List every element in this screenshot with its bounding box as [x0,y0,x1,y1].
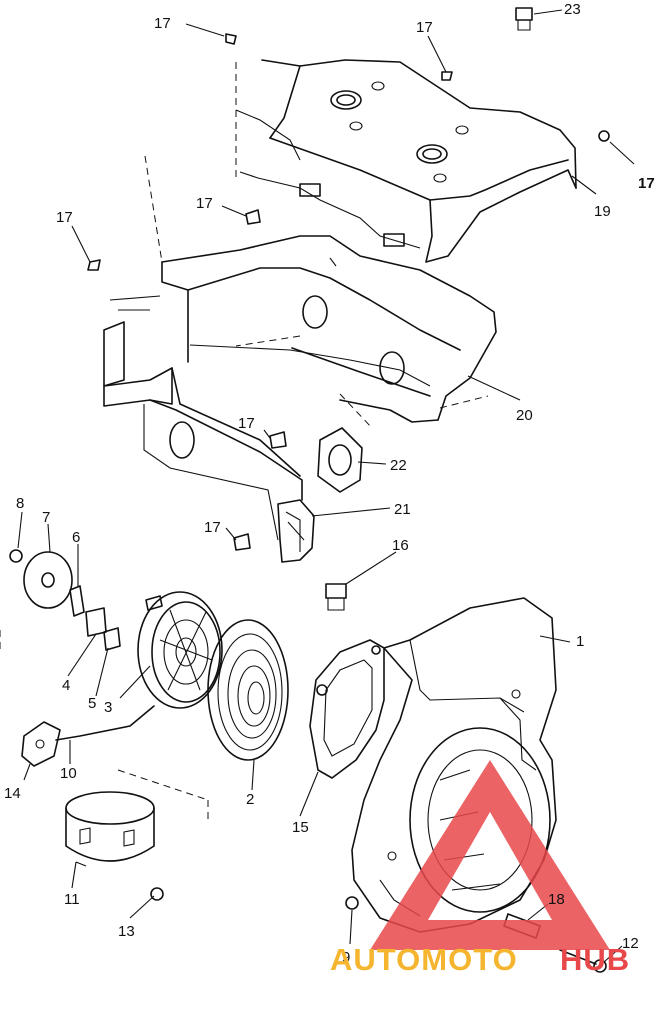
callout-16: 16 [392,537,409,554]
callout-23: 23 [564,1,581,18]
watermark-logo [370,760,610,950]
watermark-triangle-icon [370,760,610,950]
callout-19: 19 [594,203,611,220]
callout-4: 4 [62,677,70,694]
callout-17f: 17 [238,415,255,432]
starter-bracket-part-15 [309,639,385,779]
leader-lines [17,9,635,963]
callout-22: 22 [390,457,407,474]
callout-17a: 17 [154,15,171,32]
friction-plate-part-5 [103,627,121,651]
callout-2: 2 [246,791,254,808]
callout-17d: 17 [196,195,213,212]
callout-labels: 17 17 23 17 19 17 17 20 17 22 21 17 16 1… [4,1,655,966]
watermark-text-hub: HUB [560,942,630,977]
callout-1: 1 [576,633,584,650]
washer-part-7 [23,551,73,609]
callout-18: 18 [548,891,565,908]
ratchet-part-6 [69,585,85,617]
guide-lines [0,630,209,820]
callout-8: 8 [16,495,24,512]
bracket-part-21 [277,499,315,563]
upper-shroud-part-19 [235,59,577,267]
callout-11: 11 [64,891,80,908]
callout-17g: 17 [204,519,221,536]
lower-shroud-part-20 [103,155,497,541]
gasket-part-22 [317,393,373,493]
callout-7: 7 [42,509,50,526]
starter-pulley-part-3 [137,591,223,709]
watermark-text: AUTOMOTO HUB [330,942,630,977]
callout-20: 20 [516,407,533,424]
watermark-text-automoto: AUTOMOTO [330,942,518,977]
callout-13: 13 [118,923,135,940]
callout-9: 9 [342,949,350,966]
callout-14: 14 [4,785,21,802]
callout-12: 12 [622,935,639,952]
recoil-spring-part-2 [207,619,289,761]
callout-5: 5 [88,695,96,712]
fasteners [9,7,610,973]
callout-6: 6 [72,529,80,546]
callout-17b: 17 [416,19,433,36]
callout-17e: 17 [56,209,73,226]
rope-and-handle-parts-10-14 [21,705,155,767]
callout-10: 10 [60,765,77,782]
callout-15: 15 [292,819,309,836]
callout-3: 3 [104,699,112,716]
starter-cup-part-11 [65,791,155,867]
callout-21: 21 [394,501,411,518]
callout-17c: 17 [638,175,655,192]
spring-part-4 [85,607,107,637]
